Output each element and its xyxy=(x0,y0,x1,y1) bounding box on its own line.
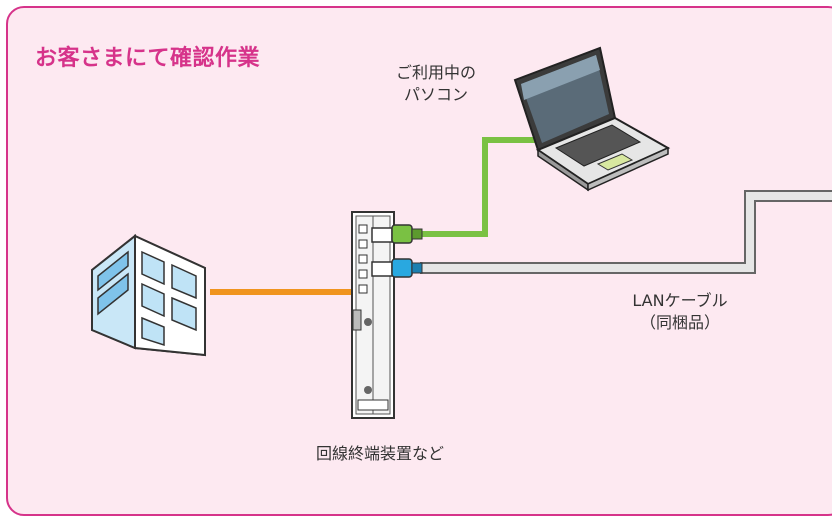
pc-label-line1: ご利用中の xyxy=(395,63,476,82)
building-icon xyxy=(91,233,206,357)
section-title: お客さまにて確認作業 xyxy=(35,46,261,71)
lan-label-line2: （同梱品） xyxy=(639,313,720,332)
laptop-icon xyxy=(513,46,671,192)
lan-label-line1: LANケーブル xyxy=(632,291,728,310)
ont-device-icon xyxy=(351,211,423,419)
ont-label: 回線終端装置など xyxy=(315,444,444,463)
lan-cable-label: LANケーブル （同梱品） xyxy=(600,290,760,334)
green-cable xyxy=(420,137,545,237)
pc-label: ご利用中の パソコン xyxy=(376,62,496,106)
pc-label-line2: パソコン xyxy=(403,85,468,104)
